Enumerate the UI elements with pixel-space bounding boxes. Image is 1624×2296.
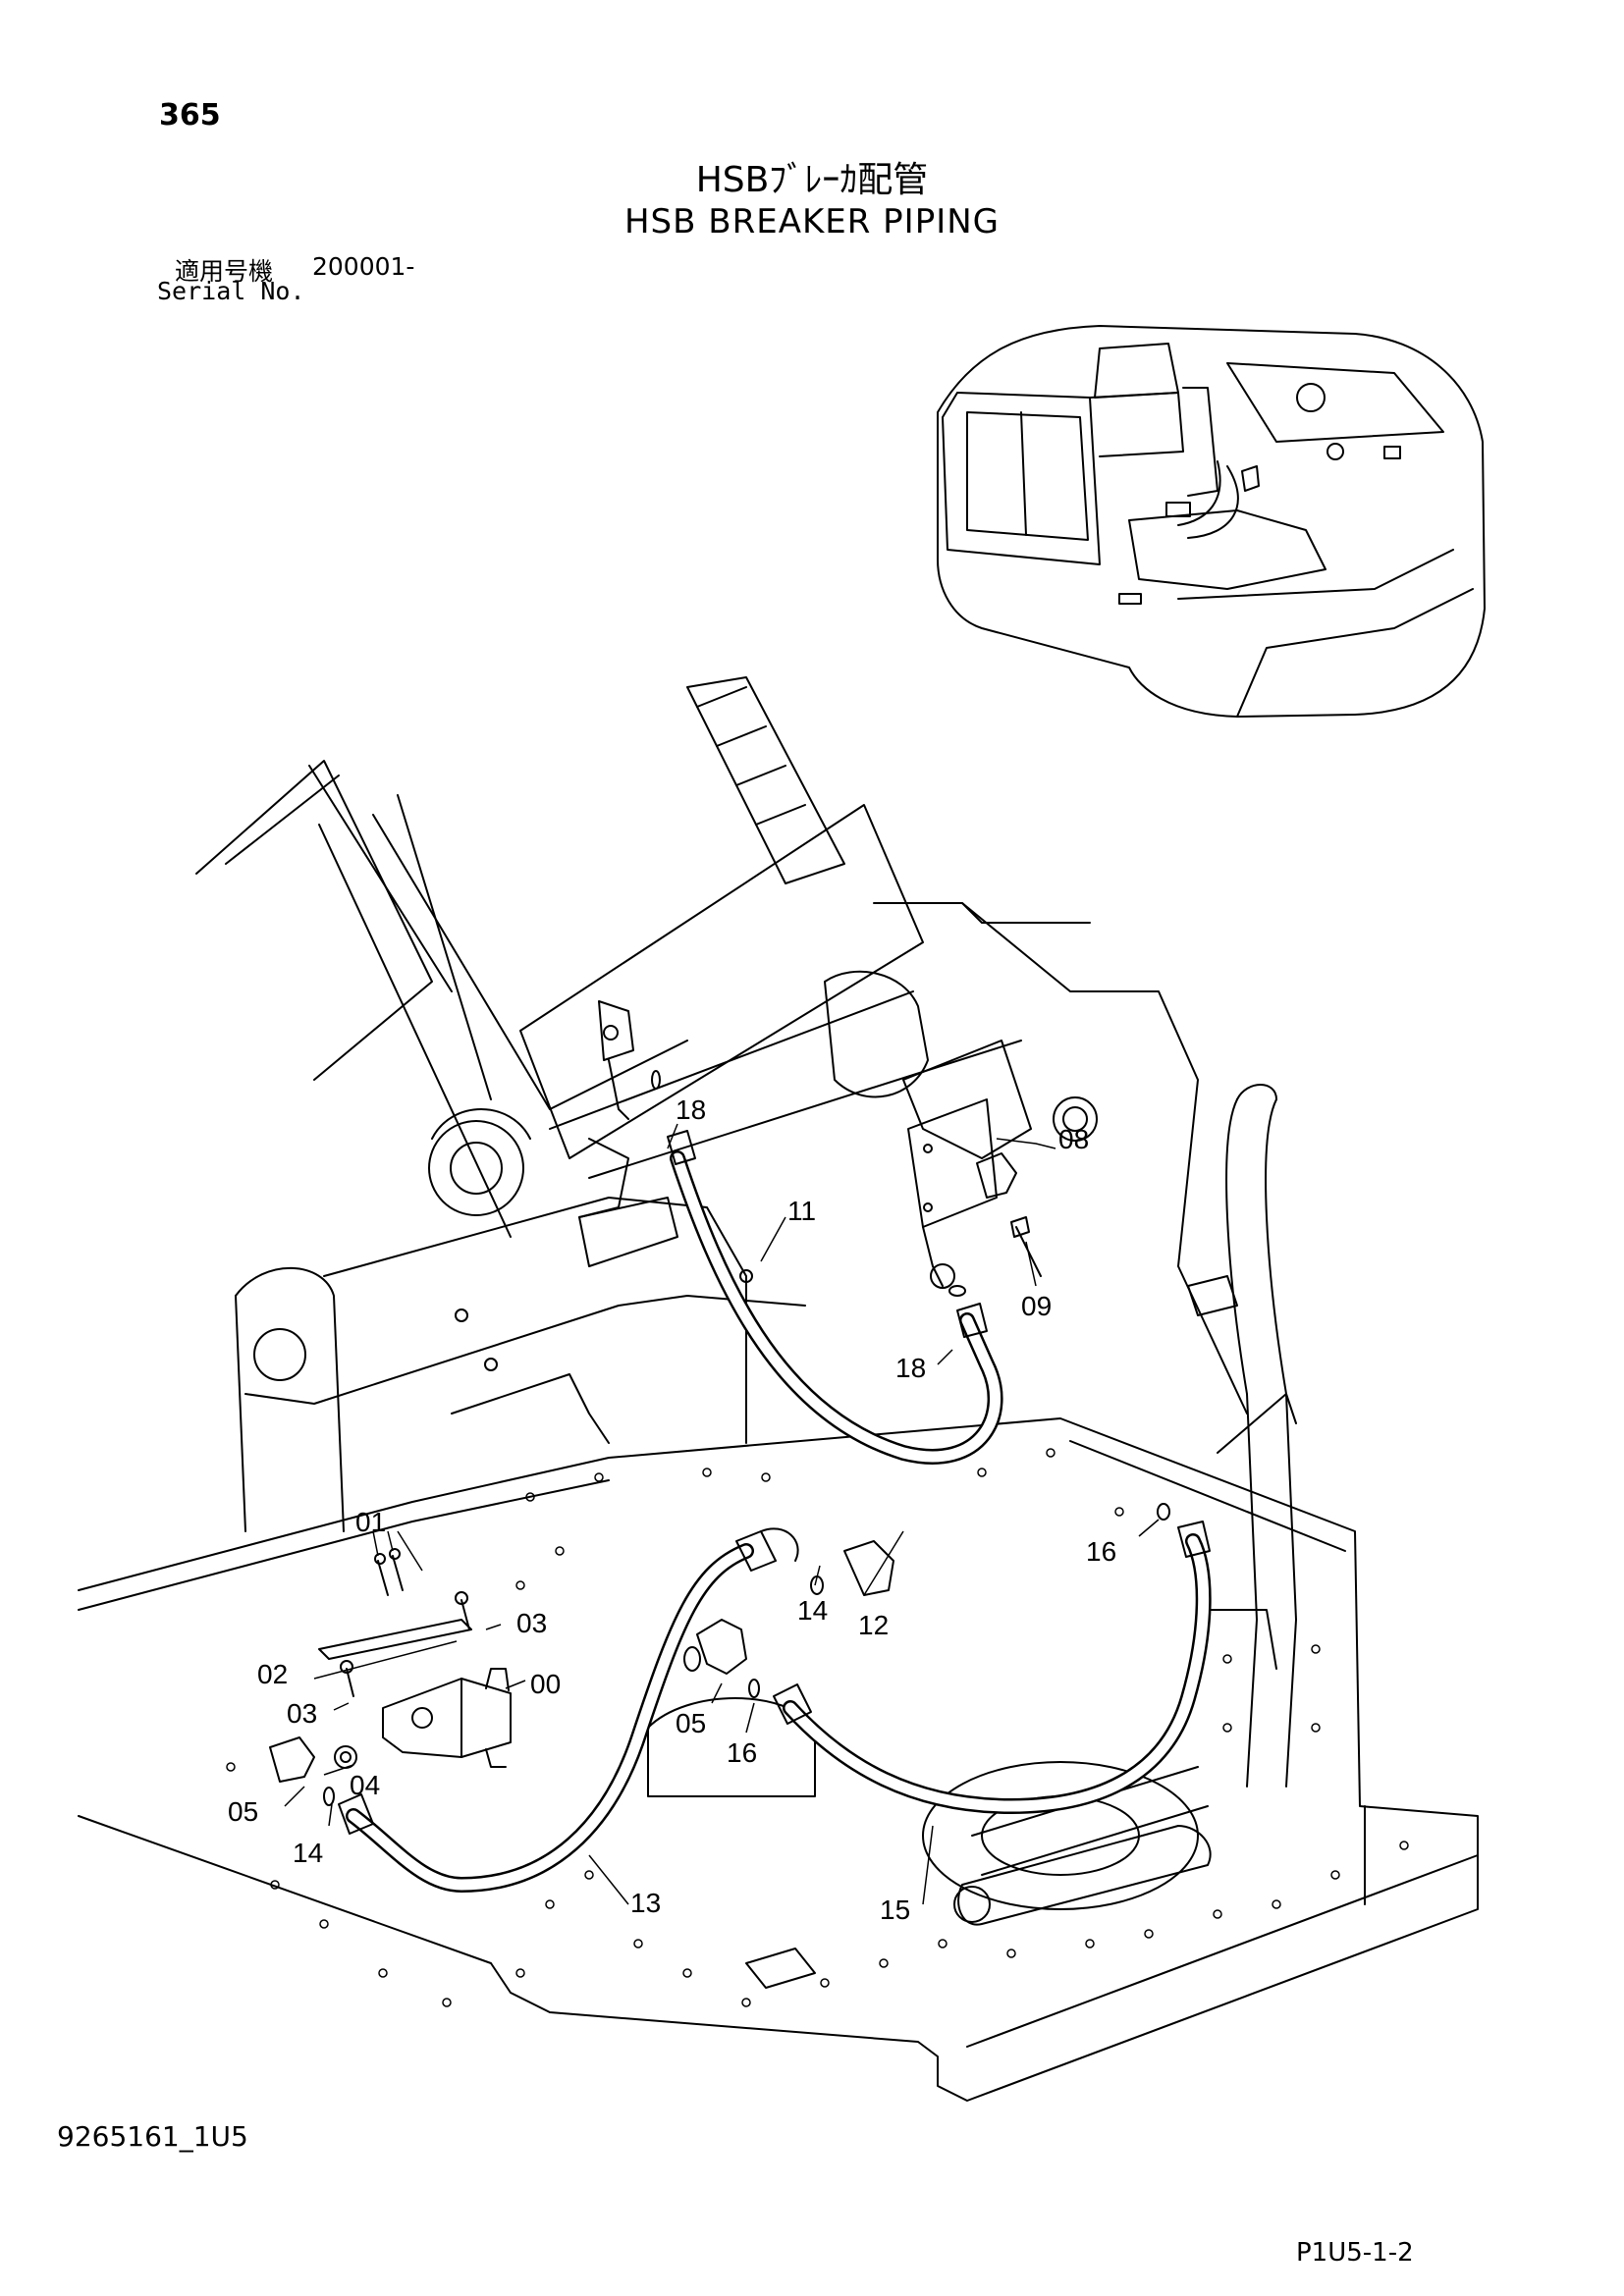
boom-structure — [195, 676, 1297, 1926]
hose-15 — [773, 1521, 1212, 1815]
callout-18-lower: 18 — [895, 1353, 926, 1383]
hose-11 — [667, 1130, 1003, 1465]
callout-12: 12 — [858, 1610, 889, 1640]
serial-label-english: Serial No. — [157, 277, 305, 305]
leader-lines — [284, 1123, 1160, 1905]
title-japanese: HSBﾌﾞﾚｰｶ配管 — [695, 160, 929, 200]
callout-02: 02 — [257, 1659, 288, 1689]
upper-frame-plate — [78, 1417, 1479, 2102]
document-code: 9265161_1U5 — [57, 2120, 248, 2153]
callout-04: 04 — [350, 1770, 380, 1800]
callout-14-left: 14 — [293, 1838, 323, 1868]
callout-11: 11 — [787, 1196, 816, 1226]
title-english: HSB BREAKER PIPING — [623, 202, 1001, 241]
solenoid-valve-assembly — [269, 1070, 1170, 1806]
callout-01: 01 — [355, 1507, 386, 1537]
callout-16-center: 16 — [727, 1737, 757, 1768]
callout-09: 09 — [1021, 1291, 1052, 1321]
bracket-08 — [907, 1098, 998, 1228]
serial-label-japanese: 適用号機 — [175, 257, 274, 286]
serial-value: 200001- — [312, 252, 415, 281]
plate-02 — [318, 1619, 472, 1660]
callout-labels: 18 08 11 09 18 01 03 02 00 03 04 05 14 1… — [228, 1095, 1116, 1925]
callout-16-right: 16 — [1086, 1536, 1116, 1567]
callout-14-center: 14 — [797, 1595, 828, 1626]
callout-13: 13 — [630, 1888, 661, 1918]
callout-05-center: 05 — [676, 1708, 706, 1738]
page-number: 365 — [159, 98, 221, 133]
machine-overview-inset — [937, 325, 1486, 718]
callout-08: 08 — [1058, 1124, 1089, 1154]
callout-15: 15 — [880, 1895, 910, 1925]
callout-03-right: 03 — [516, 1608, 547, 1638]
hose-13 — [338, 1527, 799, 1894]
callout-18-upper: 18 — [676, 1095, 706, 1125]
frame-bolt-holes — [226, 1448, 1409, 2007]
callout-03-left: 03 — [287, 1698, 317, 1729]
page-code: P1U5-1-2 — [1296, 2238, 1414, 2268]
callout-00: 00 — [530, 1669, 561, 1699]
callout-05-left: 05 — [228, 1796, 258, 1827]
